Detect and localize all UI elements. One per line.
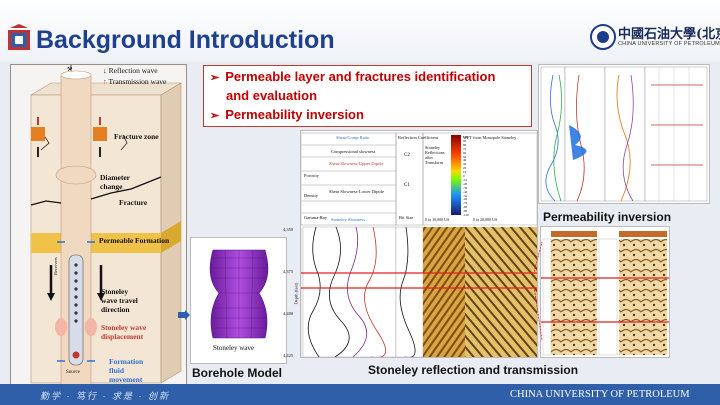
arrow-right-icon xyxy=(178,310,190,320)
permeability-caption: Permeability inversion xyxy=(543,210,672,224)
bullet-item-2: ➢Permeability inversion xyxy=(210,107,364,122)
color-scale-label: 10 xyxy=(463,170,467,175)
depth-tick-label: 4,400 xyxy=(283,311,294,316)
label-formation-fluid-3: movement xyxy=(109,375,143,384)
label-stoneley-displacement-2: displacement xyxy=(101,332,144,341)
key-points-box: ➢Permeable layer and fractures identific… xyxy=(203,65,532,127)
log-header-refl-coef: Reflection Coefficient xyxy=(398,135,439,140)
color-scale-label: -20 xyxy=(463,181,468,186)
label-source: Source xyxy=(66,370,80,375)
drilling-rig-icon xyxy=(8,24,30,50)
image-log-figure xyxy=(540,226,670,358)
borehole-model-figure: Stoneley wave xyxy=(190,237,287,364)
footer-motto: 勤学 · 笃行 · 求是 · 创新 xyxy=(40,391,170,401)
connector-lines xyxy=(534,241,543,341)
depth-tick-label: 4,350 xyxy=(283,227,294,232)
color-scale-label: 40 xyxy=(463,158,467,163)
label-receivers: Receivers xyxy=(53,257,58,275)
label-fracture-zone: Fracture zone xyxy=(114,132,159,141)
label-formation-fluid-2: fluid xyxy=(109,366,125,375)
borehole-diagram: ⚒ ↓ Reflection wave ↑ Transmission wave … xyxy=(10,64,187,390)
borehole-model-inner-label: Stoneley wave xyxy=(213,344,255,352)
log-header-shear-comp-ratio: Shear/Comp Ratio xyxy=(336,135,370,140)
legend-transmission: ↑ Transmission wave xyxy=(103,77,167,86)
log-header-stoneley-slowness: Stoneley Slowness xyxy=(331,217,365,222)
label-formation-fluid-1: Formation xyxy=(109,357,144,366)
bullet-item-1: ➢Permeable layer and fractures identific… xyxy=(210,69,496,84)
color-scale-label: -90 xyxy=(463,209,468,214)
label-stoneley-travel-2: wave travel xyxy=(101,296,138,305)
depth-tick-label: 4,375 xyxy=(283,269,294,274)
borehole-model-mesh xyxy=(209,249,269,339)
log-header-porosity: Porosity xyxy=(304,173,320,178)
color-scale-label: 60 xyxy=(463,150,467,155)
log-header-comp-slowness: Compressional slowness xyxy=(331,149,376,154)
log-header-stoneley-reflections: Stoneley Reflections after Transform xyxy=(425,145,445,165)
color-scale-label: 100 xyxy=(463,135,468,139)
log-scale-left: 0 to 10,000 US xyxy=(425,217,450,222)
label-diameter-change-2: change xyxy=(100,182,123,191)
svg-text:⚒: ⚒ xyxy=(67,66,73,73)
legend-reflection: ↓ Reflection wave xyxy=(103,66,158,75)
slide-footer: 勤学 · 笃行 · 求是 · 创新 CHINA UNIVERSITY OF PE… xyxy=(0,384,720,405)
stoneley-caption: Stoneley reflection and transmission xyxy=(368,363,579,377)
slide-title: Background Introduction xyxy=(36,26,335,54)
stoneley-log-figure: Shear/Comp Ratio Compressional slowness … xyxy=(283,130,538,358)
university-seal-icon xyxy=(590,24,616,50)
color-scale-label: 20 xyxy=(463,166,467,171)
color-scale-label: -40 xyxy=(463,189,468,194)
color-scale-label: -60 xyxy=(463,197,468,202)
color-scale-label: 30 xyxy=(463,162,467,167)
logo-chinese-name: 中國石油大學(北京) xyxy=(618,27,720,42)
label-fracture: Fracture xyxy=(119,198,148,207)
borehole-model-caption: Borehole Model xyxy=(192,366,283,380)
bullet-arrow-icon: ➢ xyxy=(210,72,220,84)
log-header-gamma-ray: Gamma-Ray xyxy=(304,215,327,220)
stoneley-log-graphic xyxy=(301,132,537,357)
color-scale-label: -30 xyxy=(463,185,468,190)
image-log-graphic xyxy=(541,231,669,356)
slide-header: Background Introduction 中國石油大學(北京) CHINA… xyxy=(0,0,720,62)
color-scale-label: 50 xyxy=(463,154,467,159)
log-header-upper-dipole: Shear Slowness-Upper Dipole xyxy=(329,161,384,166)
bullet-item-1-continued: and evaluation xyxy=(226,88,318,103)
logo-english-name: CHINA UNIVERSITY OF PETROLEUM xyxy=(618,41,720,47)
color-scale-label: -100 xyxy=(463,213,469,217)
color-scale-label: -50 xyxy=(463,193,468,198)
color-scale-label: 80 xyxy=(463,142,467,147)
color-scale-label: -70 xyxy=(463,201,468,206)
label-permeable-formation: Permeable Formation xyxy=(99,236,170,245)
depth-tick-labels: 4,350 4,375 4,400 4,425 xyxy=(283,227,303,358)
label-diameter-change-1: Diameter xyxy=(100,173,130,182)
label-stoneley-travel-1: Stoneley xyxy=(101,287,129,296)
depth-tick-label: 4,425 xyxy=(283,353,294,358)
label-stoneley-travel-3: direction xyxy=(101,305,130,314)
color-scale-label: 90 xyxy=(463,138,467,143)
borehole-diagram-graphic: ⚒ xyxy=(29,65,183,386)
color-scale-label: 70 xyxy=(463,146,467,151)
log-scale-right: 0 to 20,000 US xyxy=(473,217,498,222)
footer-university-name: CHINA UNIVERSITY OF PETROLEUM xyxy=(510,389,690,400)
log-header-c1: C1 xyxy=(404,183,410,188)
label-stoneley-displacement-1: Stoneley wave xyxy=(101,323,147,332)
log-header-lower-dipole: Shear Slowness-Lower Dipole xyxy=(329,189,384,194)
color-scale-label: -10 xyxy=(463,177,468,182)
university-logo: 中國石油大學(北京) CHINA UNIVERSITY OF PETROLEUM xyxy=(590,22,720,54)
permeability-log-graphic xyxy=(540,66,708,202)
log-header-c2: C2 xyxy=(404,153,410,158)
log-header-wft: WFT from Monopole Stoneley xyxy=(463,135,517,140)
color-scale-label: -80 xyxy=(463,205,468,210)
color-scale-label: 0 xyxy=(463,174,465,178)
log-header-density: Density xyxy=(304,193,318,198)
permeability-inversion-figure xyxy=(538,64,710,204)
log-header-bit-size: Bit Size xyxy=(399,215,414,220)
bullet-arrow-icon: ➢ xyxy=(210,110,220,122)
